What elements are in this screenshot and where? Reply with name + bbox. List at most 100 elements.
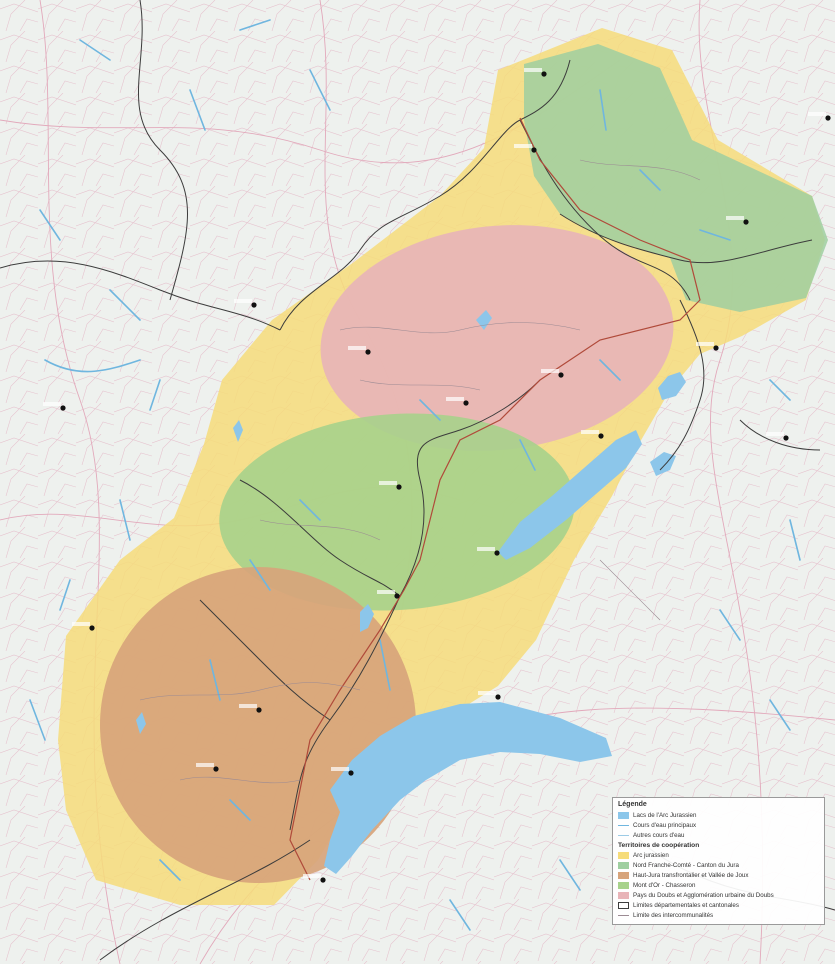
city-label-box xyxy=(477,547,495,551)
city-marker[interactable] xyxy=(43,402,66,411)
city-dot-icon xyxy=(531,147,537,153)
national-border xyxy=(289,117,701,881)
city-dot-icon xyxy=(463,400,469,406)
legend-title: Légende xyxy=(618,801,647,808)
territory-pays-du-doubs[interactable] xyxy=(309,208,684,468)
city-marker[interactable] xyxy=(379,481,402,490)
legend-row-dept-limits: Limites départementales et cantonales xyxy=(618,900,819,910)
interco-limit-line-icon xyxy=(618,914,629,916)
city-marker[interactable] xyxy=(477,547,500,556)
other-river-line-icon xyxy=(618,834,629,836)
territory-swatch-icon xyxy=(618,881,629,889)
city-marker[interactable] xyxy=(239,704,262,713)
city-dot-icon xyxy=(783,435,789,441)
city-marker[interactable] xyxy=(331,767,354,776)
city-dot-icon xyxy=(495,694,501,700)
city-marker[interactable] xyxy=(524,68,547,77)
city-marker[interactable] xyxy=(541,369,564,378)
city-label-box xyxy=(514,144,532,148)
lake-leman xyxy=(324,702,612,874)
city-label-box xyxy=(696,342,714,346)
legend-section-title: Territoires de coopération xyxy=(618,842,700,849)
legend-row-territory: Mont d'Or - Chasseron xyxy=(618,880,819,890)
legend-row-lakes: Lacs de l'Arc Jurassien xyxy=(618,810,819,820)
legend-territory-label: Arc jurassien xyxy=(633,851,669,859)
city-dot-icon xyxy=(825,115,831,121)
territory-swatch-icon xyxy=(618,861,629,869)
city-marker[interactable] xyxy=(514,144,537,153)
city-dot-icon xyxy=(396,484,402,490)
legend-dept-limits-label: Limites départementales et cantonales xyxy=(633,901,739,909)
lake-small-1 xyxy=(233,420,243,442)
legend-other-rivers-label: Autres cours d'eau xyxy=(633,831,685,839)
city-label-box xyxy=(478,691,496,695)
territory-swatch-icon xyxy=(618,871,629,879)
city-label-box xyxy=(348,346,366,350)
legend-row-main-rivers: Cours d'eau principaux xyxy=(618,820,819,830)
legend-territory-label: Pays du Doubs et Agglomération urbaine d… xyxy=(633,891,774,899)
city-label-box xyxy=(43,402,61,406)
city-label-box xyxy=(446,397,464,401)
map-legend: Légende Lacs de l'Arc Jurassien Cours d'… xyxy=(612,797,825,925)
city-label-box xyxy=(239,704,257,708)
city-marker[interactable] xyxy=(808,112,831,121)
lake-morat xyxy=(658,372,686,400)
city-marker[interactable] xyxy=(196,763,219,772)
city-marker[interactable] xyxy=(478,691,501,700)
city-marker[interactable] xyxy=(766,432,789,441)
territory-mont-dor-chasseron[interactable] xyxy=(213,402,582,622)
city-label-box xyxy=(541,369,559,373)
legend-row-territory: Arc jurassien xyxy=(618,850,819,860)
city-dot-icon xyxy=(60,405,66,411)
interco-borders xyxy=(139,159,701,784)
city-label-box xyxy=(377,590,395,594)
lake-small-2 xyxy=(476,310,492,330)
city-marker[interactable] xyxy=(348,346,371,355)
territory-swatch-icon xyxy=(618,891,629,899)
city-marker[interactable] xyxy=(72,622,95,631)
territory-swatch-icon xyxy=(618,851,629,859)
city-label-box xyxy=(303,874,321,878)
lake-joux xyxy=(360,604,374,632)
city-marker[interactable] xyxy=(234,299,257,308)
city-marker[interactable] xyxy=(446,397,469,406)
main-river-line-icon xyxy=(618,824,629,826)
rivers-layer xyxy=(29,19,801,931)
dept-limit-swatch-icon xyxy=(618,901,629,909)
city-marker[interactable] xyxy=(581,430,604,439)
city-label-box xyxy=(766,432,784,436)
city-dot-icon xyxy=(541,71,547,77)
city-marker[interactable] xyxy=(303,874,326,883)
legend-row-other-rivers: Autres cours d'eau xyxy=(618,830,819,840)
city-label-box xyxy=(379,481,397,485)
city-dot-icon xyxy=(713,345,719,351)
city-dot-icon xyxy=(394,593,400,599)
legend-territory-label: Nord Franche-Comté - Canton du Jura xyxy=(633,861,739,869)
lakes-layer xyxy=(136,310,686,874)
city-dot-icon xyxy=(494,550,500,556)
lake-swatch-icon xyxy=(618,811,629,819)
city-dot-icon xyxy=(365,349,371,355)
city-label-box xyxy=(581,430,599,434)
city-marker[interactable] xyxy=(696,342,719,351)
city-dot-icon xyxy=(251,302,257,308)
city-dot-icon xyxy=(89,625,95,631)
lake-small-3 xyxy=(136,712,146,734)
city-dot-icon xyxy=(213,766,219,772)
city-dot-icon xyxy=(598,433,604,439)
legend-row-territory: Nord Franche-Comté - Canton du Jura xyxy=(618,860,819,870)
city-label-box xyxy=(331,767,349,771)
lake-bienne xyxy=(650,452,676,476)
territory-nord-franche-comte[interactable] xyxy=(524,44,828,312)
city-label-box xyxy=(524,68,542,72)
legend-interco-limits-label: Limite des intercommunalités xyxy=(633,911,714,919)
city-marker[interactable] xyxy=(726,216,749,225)
legend-row-territory: Pays du Doubs et Agglomération urbaine d… xyxy=(618,890,819,900)
legend-main-rivers-label: Cours d'eau principaux xyxy=(633,821,697,829)
city-label-box xyxy=(726,216,744,220)
city-marker[interactable] xyxy=(377,590,400,599)
lake-neuchatel xyxy=(498,430,642,560)
legend-row-interco-limits: Limite des intercommunalités xyxy=(618,910,819,920)
